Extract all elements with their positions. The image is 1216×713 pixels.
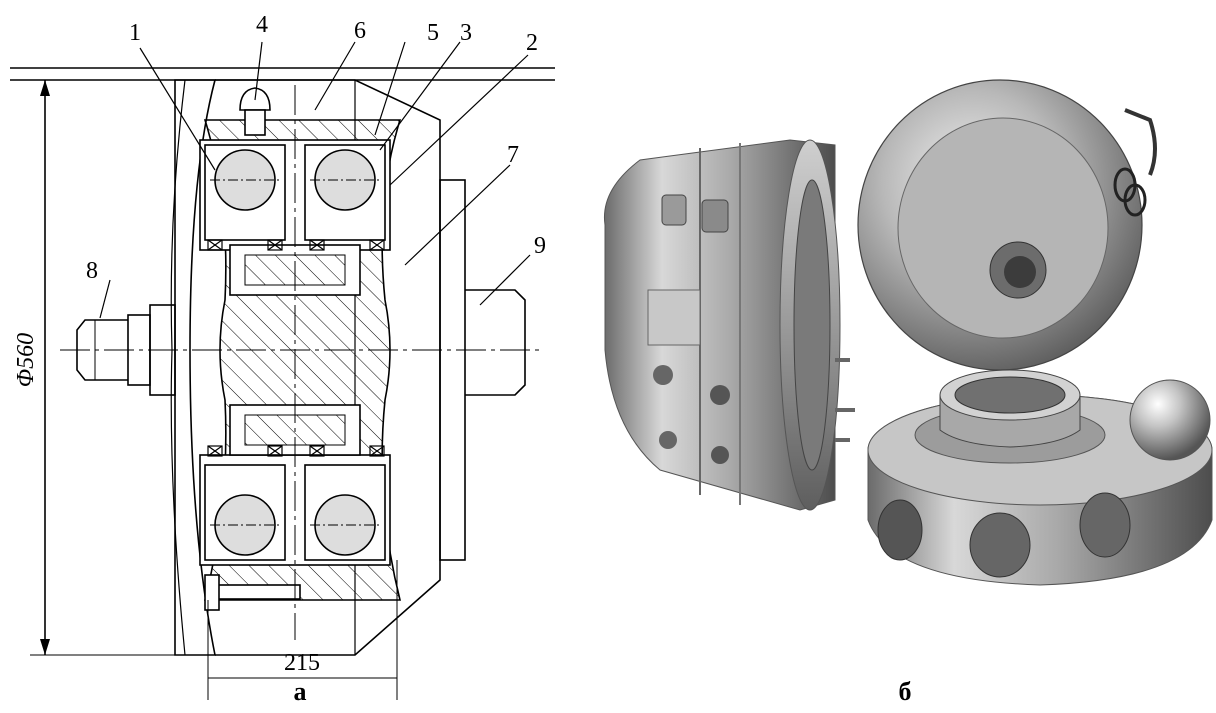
part-number-4: 4 [256, 12, 268, 38]
flange-curve [170, 79, 186, 656]
rotor-housing [867, 369, 1213, 586]
part-number-6: 6 [354, 18, 366, 44]
nameplate [647, 289, 701, 346]
part-number-7: 7 [507, 142, 519, 168]
right-hub [439, 179, 466, 561]
diameter-label: Φ560 [13, 333, 39, 387]
leader-lines [99, 41, 531, 319]
seals-upper [207, 239, 385, 251]
bottom-screw [209, 584, 301, 600]
photo-b [603, 79, 1213, 586]
arrow-top [40, 80, 50, 96]
top-valve-stem [244, 109, 266, 136]
steel-ball [1129, 379, 1211, 461]
part-number-5: 5 [427, 20, 439, 46]
assembled-unit [603, 139, 855, 511]
arrow-bottom [40, 639, 50, 655]
part-number-3: 3 [460, 20, 472, 46]
caption-b: б [899, 677, 912, 706]
cover-disc [857, 79, 1157, 371]
part-number-1: 1 [129, 20, 141, 46]
width-label: 215 [284, 650, 320, 676]
caption-a: а [294, 677, 307, 706]
drawing-a [10, 41, 555, 700]
part-number-9: 9 [534, 233, 546, 259]
part-numbers: 1 4 6 5 3 2 7 8 9 [86, 12, 546, 284]
part-number-2: 2 [526, 30, 538, 56]
right-shaft [465, 289, 526, 396]
seals-lower [207, 445, 385, 457]
part-number-8: 8 [86, 258, 98, 284]
bottom-screw-head [204, 574, 220, 611]
